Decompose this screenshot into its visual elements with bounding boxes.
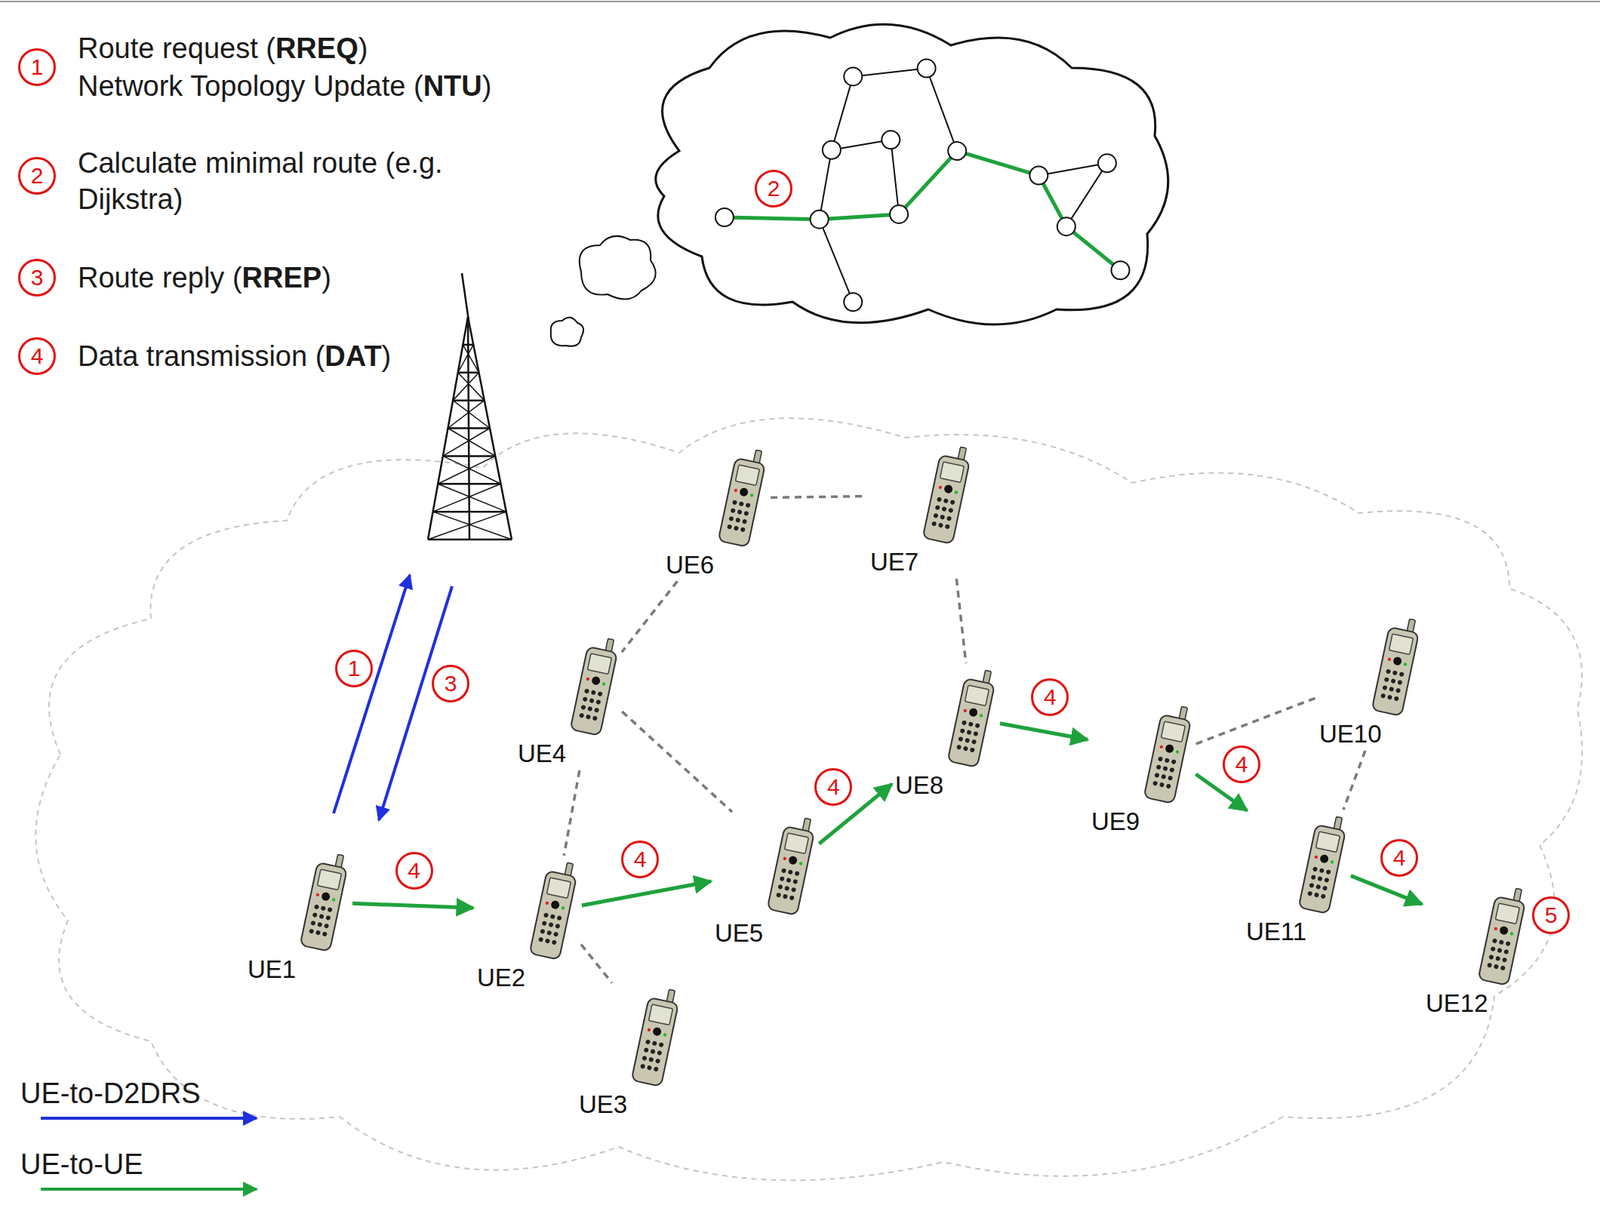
d2d-link: [1196, 698, 1316, 745]
step-text: Network Topology Update (NTU): [77, 67, 492, 105]
device-label: UE6: [664, 550, 716, 580]
callout-number: 4: [18, 337, 56, 376]
phone-icon: [921, 442, 973, 548]
phone-icon: [528, 858, 580, 964]
ue-device: UE6: [664, 445, 769, 580]
data-link: [1000, 723, 1088, 740]
ue-device: UE12: [1424, 883, 1529, 1019]
ue-device: UE10: [1317, 614, 1422, 749]
callout-number: 4: [395, 852, 434, 890]
ue-device: UE8: [893, 665, 998, 800]
phone-icon: [569, 633, 621, 740]
callout-number: 4: [1222, 745, 1261, 784]
phone-icon: [630, 984, 682, 1091]
callout-number: 1: [18, 48, 56, 87]
device-label: UE11: [1244, 917, 1308, 947]
callout-number: 3: [431, 664, 470, 703]
thought-bubble: [550, 317, 584, 347]
d2d-link: [956, 578, 966, 664]
d2d-link: [581, 944, 613, 984]
legend-line-green: [40, 1187, 257, 1191]
step-text: Calculate minimal route (e.g. Dijkstra): [77, 144, 463, 218]
ue-device: UE4: [516, 633, 621, 769]
legend-text: UE-to-D2DRS: [20, 1077, 201, 1111]
thought-bubble: [579, 236, 656, 300]
d2d-link: [563, 770, 580, 856]
ue-device: UE2: [475, 858, 580, 993]
callout-number: 4: [621, 840, 659, 879]
data-link: [352, 903, 474, 908]
callout-number: 1: [335, 649, 373, 688]
callout-number: 4: [814, 768, 853, 807]
callout-number: 2: [754, 169, 793, 208]
data-link: [581, 881, 711, 906]
step-text: Data transmission (DAT): [77, 338, 391, 375]
step-text: Route reply (RREP): [77, 259, 332, 296]
device-label: UE9: [1089, 807, 1142, 837]
d2d-link: [621, 581, 678, 653]
ue-device: UE7: [868, 442, 973, 577]
phone-icon: [1370, 614, 1422, 720]
legend-text: UE-to-UE: [20, 1148, 144, 1182]
base-station-tower: [427, 273, 512, 540]
step-text: Route request (RREQ): [77, 30, 368, 67]
ue-device: UE5: [713, 813, 818, 948]
device-label: UE8: [893, 771, 945, 800]
network-cloud: [35, 418, 1582, 1181]
callout-number: 4: [1380, 839, 1419, 877]
callout-number: 3: [18, 258, 56, 297]
d2d-link: [1343, 750, 1366, 810]
legend-line-blue: [40, 1116, 257, 1120]
thought-cloud: [655, 24, 1169, 325]
topology-graph: [715, 59, 1130, 312]
callout-number: 2: [18, 156, 56, 195]
phone-icon: [1142, 701, 1194, 808]
ue-device: UE9: [1089, 701, 1194, 837]
ue-device: UE3: [577, 984, 682, 1120]
callout-number: 4: [1030, 678, 1069, 717]
device-label: UE7: [868, 547, 920, 577]
ue-device: UE11: [1244, 812, 1349, 947]
device-label: UE2: [475, 963, 527, 993]
device-label: UE4: [516, 739, 568, 769]
phone-icon: [766, 813, 818, 920]
device-label: UE12: [1424, 989, 1490, 1019]
device-label: UE10: [1317, 720, 1384, 749]
ue-device: UE1: [246, 849, 351, 985]
phone-icon: [1297, 812, 1349, 918]
device-label: UE3: [577, 1090, 629, 1120]
phone-icon: [716, 445, 769, 551]
phone-icon: [1476, 883, 1529, 990]
callout-number: 5: [1532, 896, 1570, 935]
d2d-link: [621, 711, 733, 813]
d2d-link: [770, 496, 867, 499]
d2drs-to-ue-arrow: [378, 586, 453, 821]
ue-to-d2drs-arrow: [333, 575, 410, 814]
phone-icon: [946, 665, 998, 772]
device-label: UE1: [246, 955, 298, 985]
frame-line: [0, 0, 1600, 3]
data-link: [1350, 876, 1422, 905]
device-label: UE5: [713, 919, 765, 948]
phone-icon: [298, 849, 351, 956]
